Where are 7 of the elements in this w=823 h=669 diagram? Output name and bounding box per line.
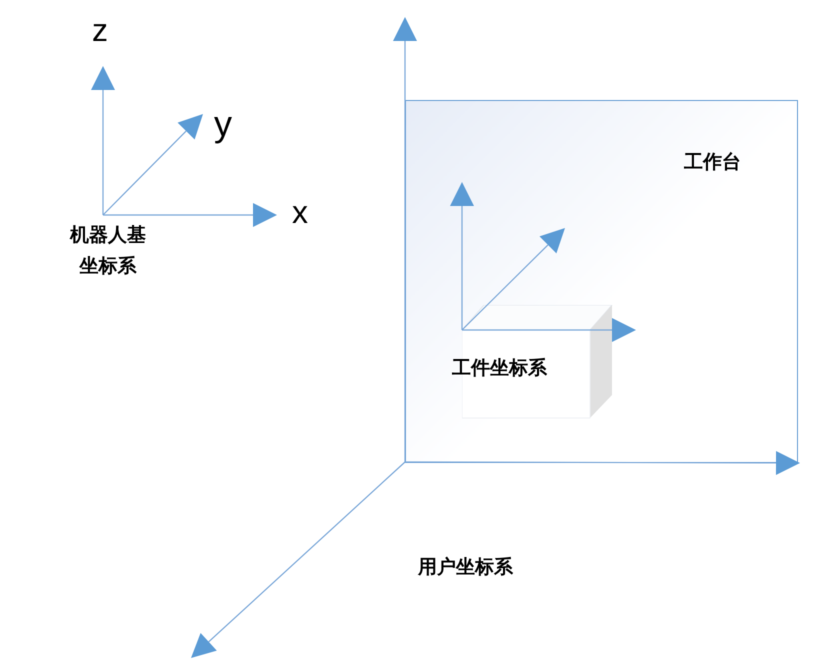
workbench-panel [405, 100, 798, 463]
axis-label: y [214, 106, 232, 142]
axis-label: z [92, 14, 108, 46]
axis-label: x [292, 196, 308, 228]
frame-label: 用户坐标系 [418, 556, 513, 580]
node-label: 工作台 [684, 150, 741, 175]
frame-label: 机器人基坐标系 [68, 224, 147, 279]
